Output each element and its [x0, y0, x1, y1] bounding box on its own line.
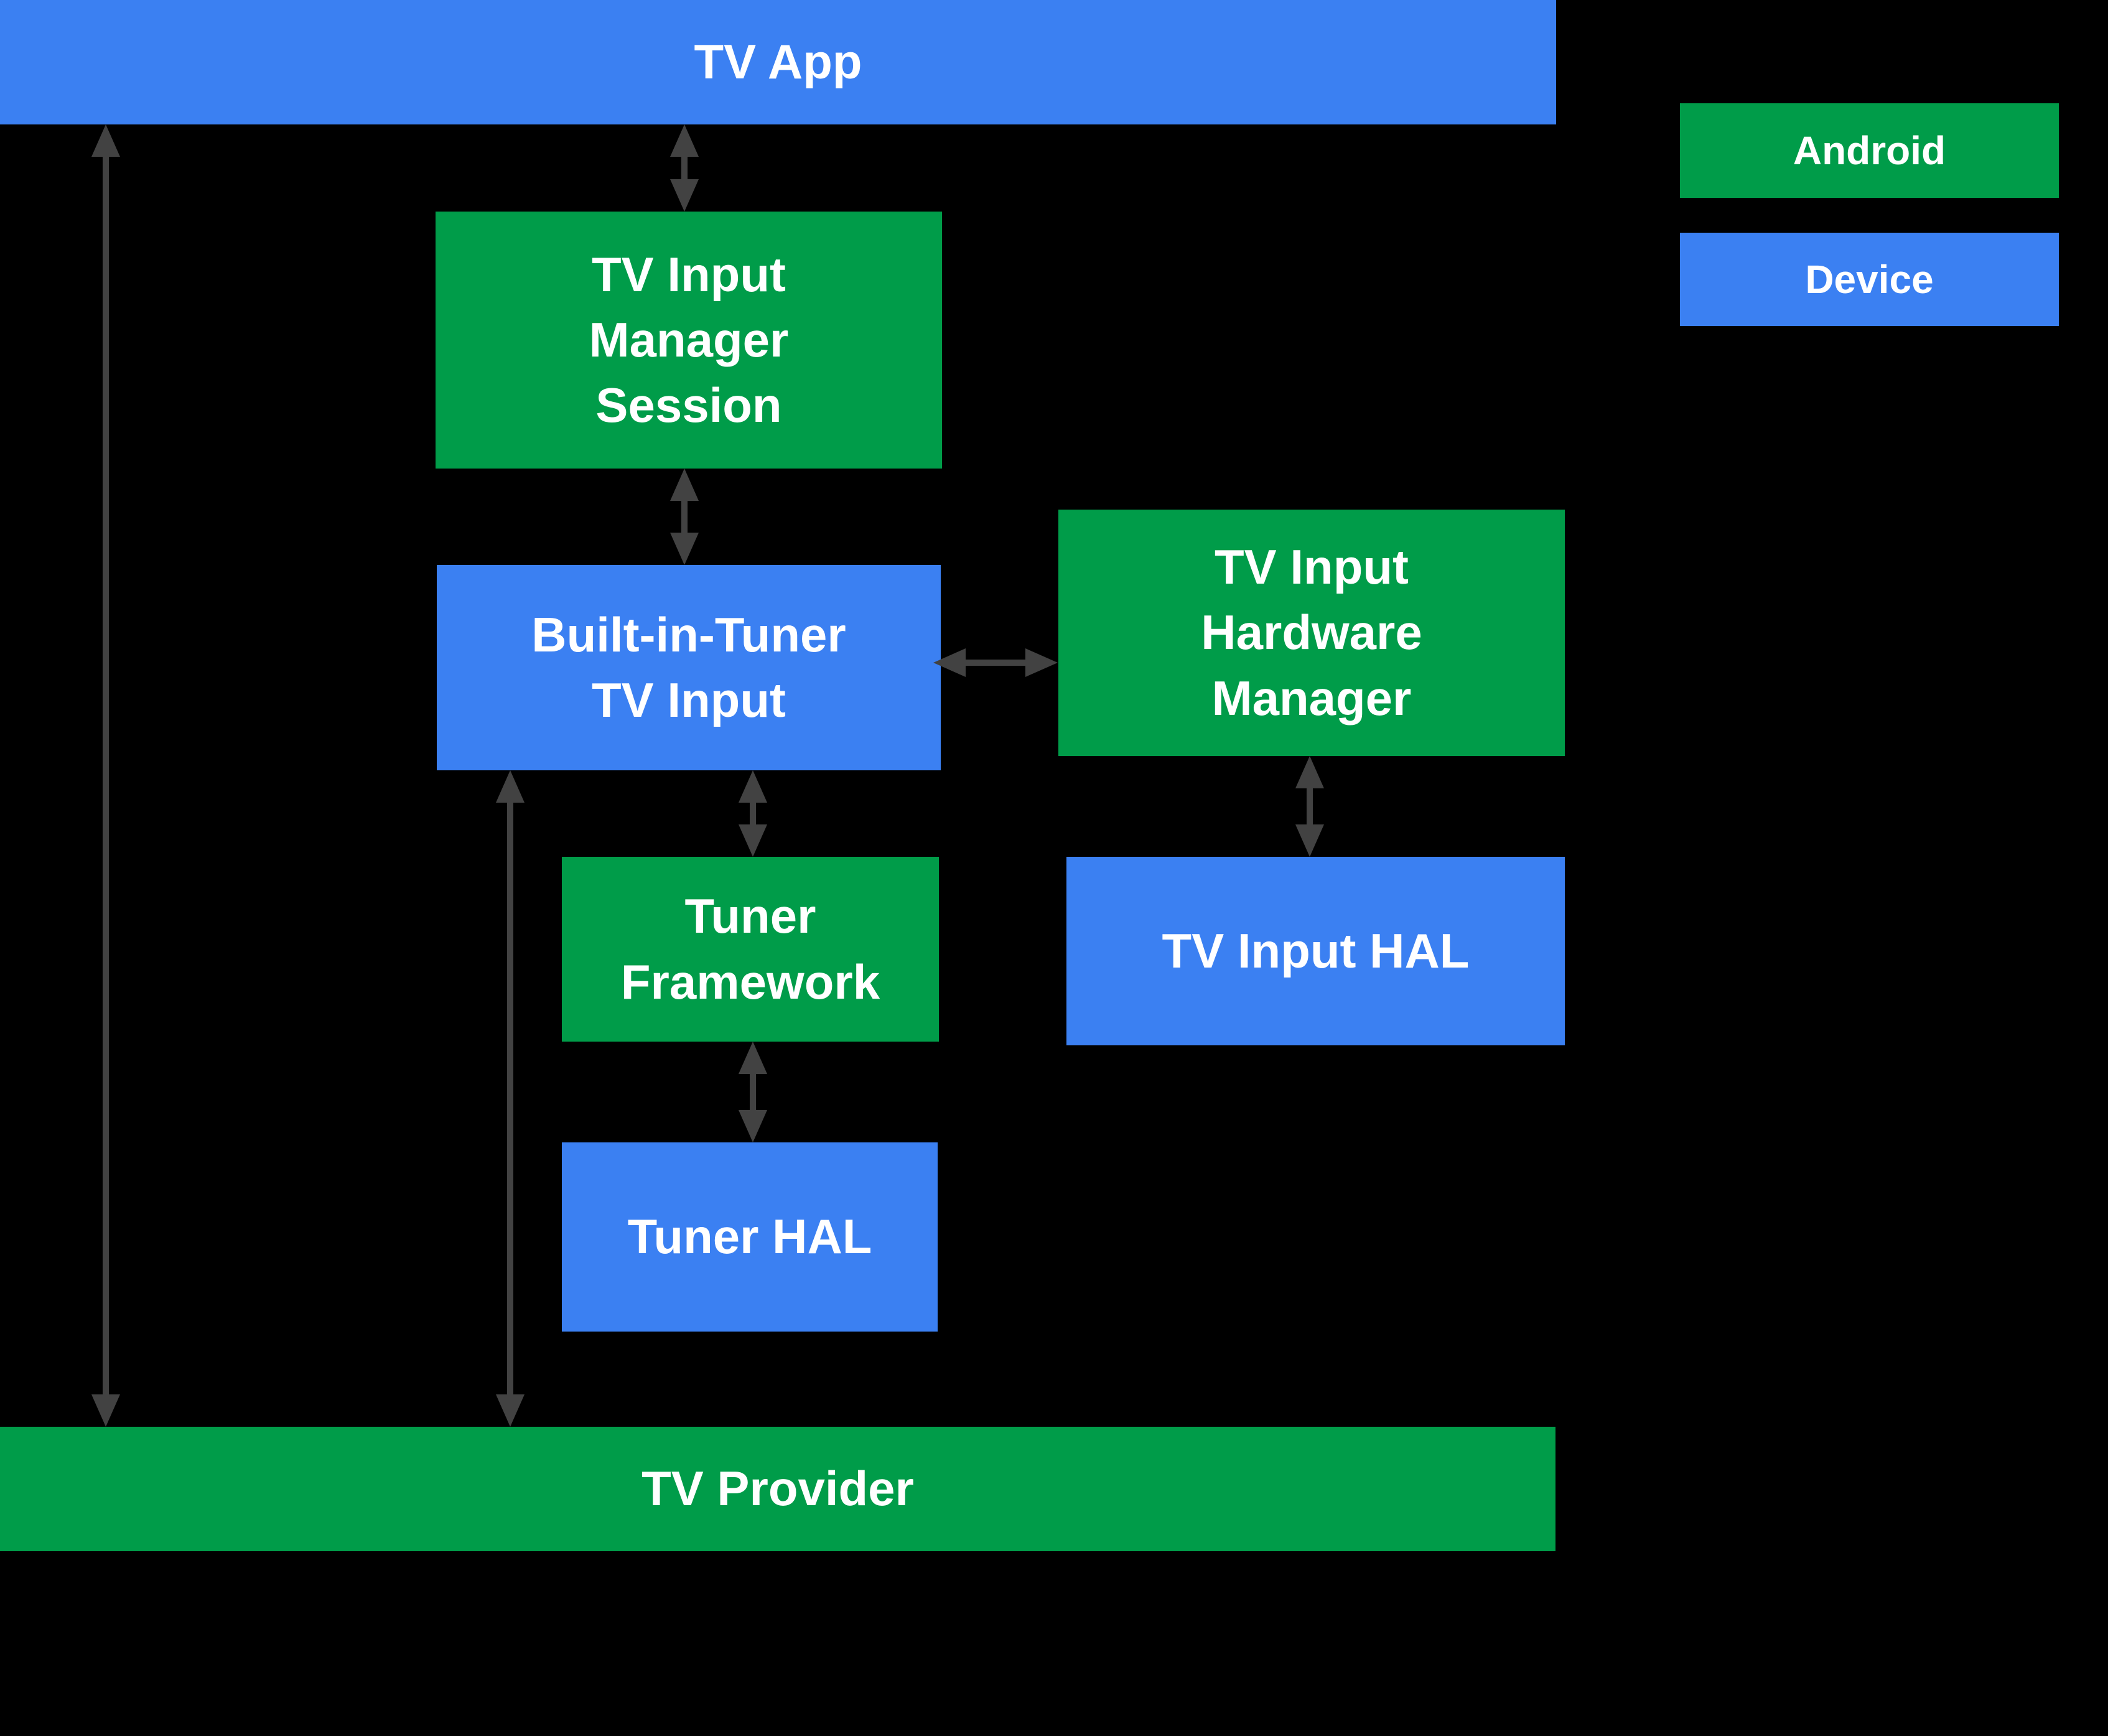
arrowhead-up [670, 469, 699, 501]
arrow-tv_input_manager_session-to-built_in_tuner_tv_input [670, 469, 699, 565]
node-tv-app: TV App [0, 0, 1556, 124]
arrow-shaft [750, 799, 756, 828]
arrow-shaft [507, 799, 513, 1398]
arrow-shaft [681, 153, 688, 183]
node-tuner-framework-label: Tuner Framework [620, 889, 880, 1009]
arrow-tv_app-to-tv_provider [91, 124, 120, 1427]
node-built-in-tuner-tv-input-label: Built-in-Tuner TV Input [531, 607, 846, 727]
arrow-tv_app-to-tv_input_manager_session [670, 124, 699, 212]
node-tv-input-manager-session: TV Input Manager Session [436, 212, 942, 469]
arrow-built_in_tuner_tv_input-to-tv_input_hardware_manager [933, 648, 1058, 677]
legend-device-swatch: Device [1680, 233, 2059, 326]
arrowhead-up [496, 770, 525, 803]
node-tv-input-hal-label: TV Input HAL [1162, 923, 1470, 978]
node-tv-input-hardware-manager-label: TV Input Hardware Manager [1201, 539, 1422, 726]
arrow-tv_input_hardware_manager-to-tv_input_hal [1295, 756, 1324, 857]
arrowhead-up [670, 124, 699, 157]
arrowhead-down [91, 1394, 120, 1427]
node-tv-input-manager-session-label: TV Input Manager Session [589, 246, 789, 433]
arrowhead-up [739, 770, 767, 803]
arrowhead-left [933, 648, 966, 677]
arrow-shaft [1307, 785, 1313, 828]
arrowhead-down [1295, 824, 1324, 857]
arrow-built_in_tuner_tv_input-to-tv_provider [496, 770, 525, 1427]
node-tv-input-hardware-manager: TV Input Hardware Manager [1058, 510, 1565, 756]
arrow-shaft [681, 497, 688, 536]
arrowhead-down [670, 179, 699, 212]
arrow-shaft [962, 660, 1029, 666]
node-tv-input-hal: TV Input HAL [1066, 857, 1565, 1045]
arrowhead-down [739, 824, 767, 857]
arrowhead-down [496, 1394, 525, 1427]
arrow-built_in_tuner_tv_input-to-tuner_framework [739, 770, 767, 857]
arrowhead-down [670, 533, 699, 565]
node-tuner-hal-label: Tuner HAL [627, 1209, 872, 1264]
arrow-tuner_framework-to-tuner_hal [739, 1042, 767, 1142]
node-tv-provider-label: TV Provider [641, 1461, 914, 1516]
arrowhead-right [1025, 648, 1058, 677]
arrowhead-down [739, 1110, 767, 1142]
arrow-shaft [750, 1070, 756, 1114]
legend-device-label: Device [1805, 256, 1934, 302]
legend-android-label: Android [1793, 128, 1946, 173]
node-tv-app-label: TV App [694, 34, 862, 90]
arrow-shaft [103, 153, 109, 1398]
node-tuner-hal: Tuner HAL [562, 1142, 938, 1332]
node-tuner-framework: Tuner Framework [562, 857, 939, 1042]
arrowhead-up [1295, 756, 1324, 788]
legend-android-swatch: Android [1680, 103, 2059, 198]
arrowhead-up [91, 124, 120, 157]
node-built-in-tuner-tv-input: Built-in-Tuner TV Input [437, 565, 941, 770]
arrowhead-up [739, 1042, 767, 1074]
node-tv-provider: TV Provider [0, 1427, 1555, 1551]
